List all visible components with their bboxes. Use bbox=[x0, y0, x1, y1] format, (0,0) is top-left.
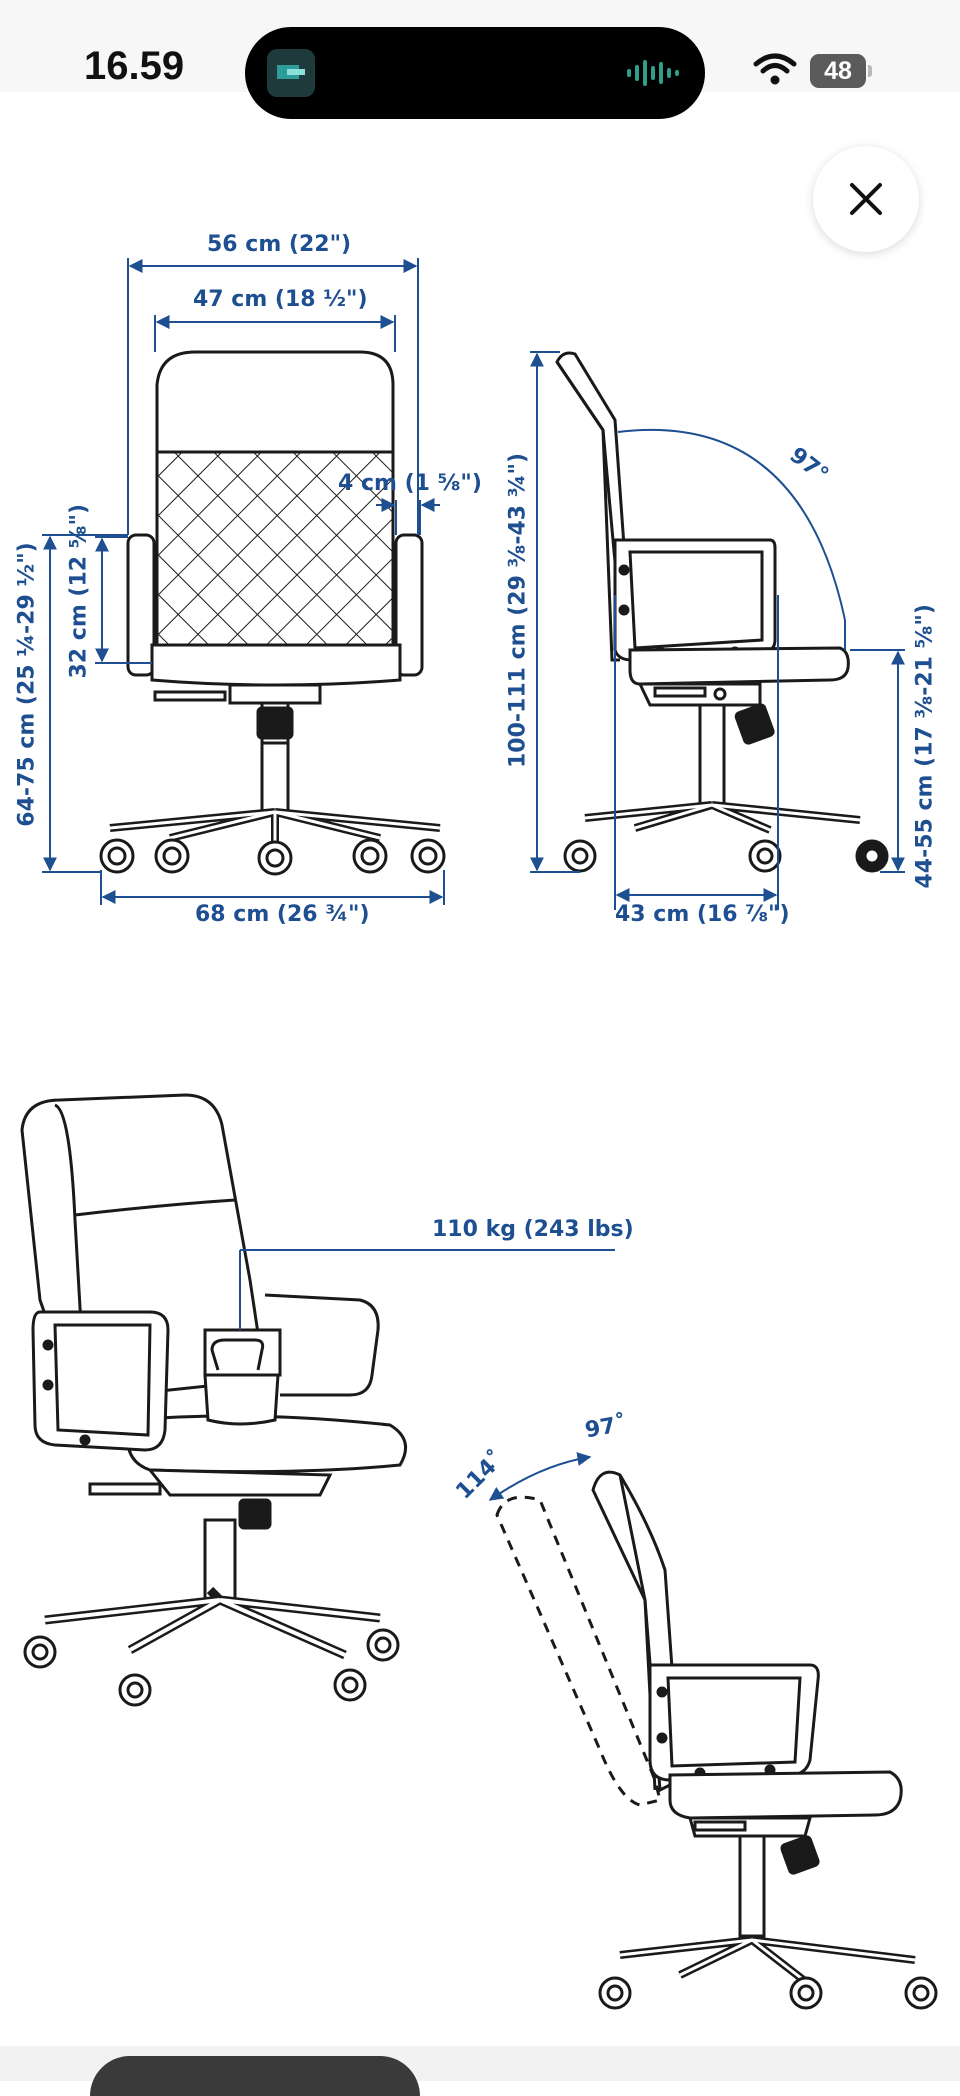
recline-arc bbox=[488, 1452, 592, 1501]
dimension-armrest-floor-height: 64-75 cm (25 ¼-29 ½") bbox=[14, 542, 40, 827]
max-load-label: 110 kg (243 lbs) bbox=[432, 1217, 634, 1242]
perspective-chair bbox=[20, 1093, 408, 1707]
dimension-overall-width: 56 cm (22") bbox=[207, 232, 352, 257]
dimension-total-height: 100-111 cm (29 ⅜-43 ¾") bbox=[505, 452, 531, 769]
battery-icon: 48 bbox=[810, 54, 872, 88]
dimension-seat-width: 47 cm (18 ½") bbox=[193, 287, 368, 312]
dimension-base-width: 68 cm (26 ¾") bbox=[195, 902, 370, 927]
app-thumbnail-icon bbox=[267, 49, 315, 97]
dimension-seat-depth: 43 cm (16 ⅞") bbox=[615, 902, 790, 927]
wifi-icon bbox=[753, 52, 797, 90]
recline-chair bbox=[495, 1470, 938, 2010]
status-bar: 16.59 48 bbox=[0, 0, 960, 119]
side-view-dimension-lines bbox=[530, 351, 905, 910]
close-button[interactable] bbox=[813, 146, 919, 252]
next-image-thumbnail[interactable] bbox=[90, 2056, 420, 2096]
front-view-dimension-lines bbox=[42, 258, 445, 905]
dimension-armrest-width: 4 cm (1 ⅝") bbox=[338, 471, 482, 496]
front-view-chair bbox=[99, 350, 446, 876]
close-icon bbox=[850, 183, 882, 215]
dimension-seat-height: 44-55 cm (17 ⅜-21 ⅝") bbox=[912, 604, 938, 889]
dynamic-island[interactable] bbox=[245, 27, 705, 119]
load-indicator-line bbox=[239, 1249, 615, 1330]
status-time: 16.59 bbox=[84, 44, 185, 88]
side-view-chair bbox=[555, 351, 889, 873]
audio-waveform-icon bbox=[625, 57, 681, 93]
dimension-armrest-height: 32 cm (12 ⅝") bbox=[66, 503, 92, 679]
